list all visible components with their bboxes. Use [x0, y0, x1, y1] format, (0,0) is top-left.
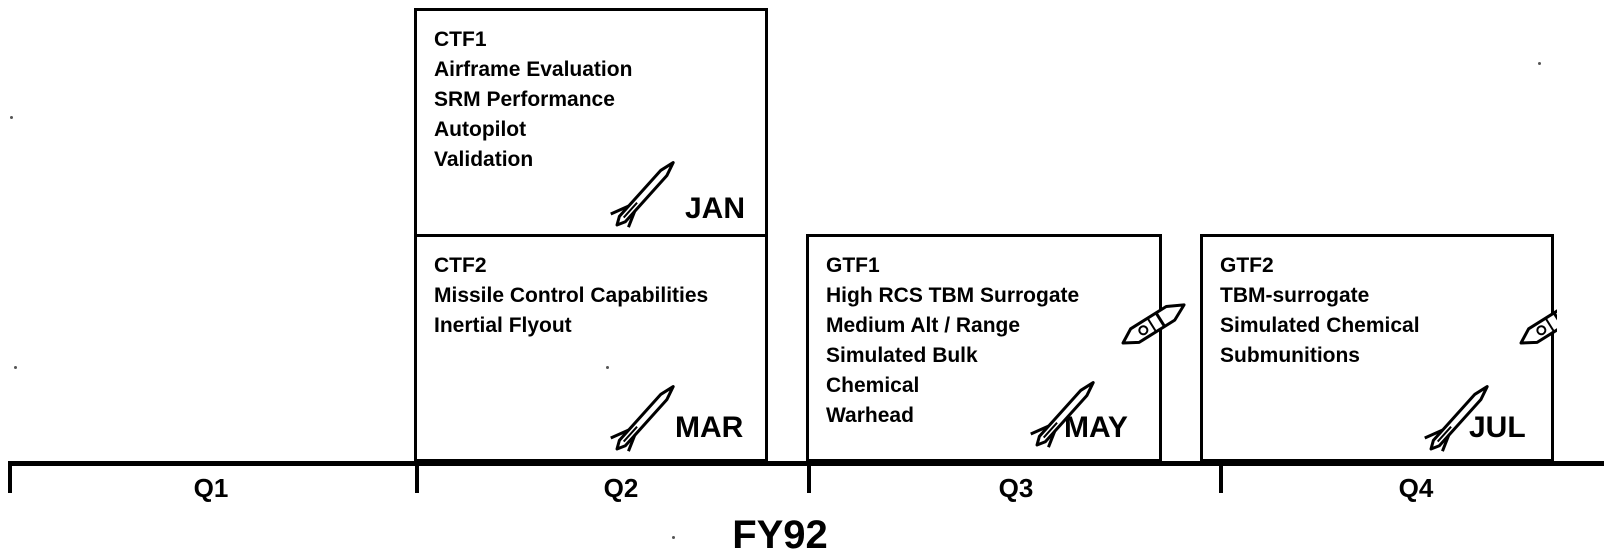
test-title: GTF1 — [826, 254, 880, 277]
quarter-label-q4: Q4 — [1398, 473, 1434, 503]
scan-speck — [672, 536, 675, 539]
scan-speck — [10, 116, 13, 119]
test-objective: Missile Control Capabilities — [434, 284, 709, 307]
test-objective: TBM-surrogate — [1220, 284, 1370, 307]
test-box-gtf2: GTF2 TBM-surrogate Simulated Chemical Su… — [1200, 234, 1557, 462]
test-box-ctf2: CTF2 Missile Control Capabilities Inerti… — [414, 234, 768, 462]
test-objective: Chemical — [826, 374, 920, 397]
test-objective: Inertial Flyout — [434, 314, 572, 337]
test-box-gtf1: GTF1 High RCS TBM Surrogate Medium Alt /… — [806, 234, 1190, 462]
test-objective: Submunitions — [1220, 344, 1360, 367]
test-month: MAR — [675, 411, 744, 444]
quarter-label-q2: Q2 — [603, 473, 639, 503]
quarter-divider — [1219, 461, 1223, 493]
test-objective: SRM Performance — [434, 88, 615, 111]
scan-speck — [14, 366, 17, 369]
scan-speck — [1538, 62, 1541, 65]
scan-speck — [606, 366, 609, 369]
quarter-label-q3: Q3 — [998, 473, 1034, 503]
test-title: GTF2 — [1220, 254, 1274, 277]
timeline-axis — [8, 461, 1604, 466]
test-description: CTF2 Missile Control Capabilities Inerti… — [434, 251, 708, 341]
test-objective: Airframe Evaluation — [434, 58, 633, 81]
target-missile-icon — [1515, 296, 1557, 352]
test-description: CTF1 Airframe Evaluation SRM Performance… — [434, 25, 632, 175]
test-objective: Simulated Chemical — [1220, 314, 1420, 337]
test-month: JAN — [685, 192, 746, 225]
test-month: JUL — [1469, 411, 1526, 444]
test-objective: High RCS TBM Surrogate — [826, 284, 1080, 307]
test-objective: Autopilot — [434, 118, 527, 141]
test-title: CTF1 — [434, 28, 487, 51]
test-objective: Simulated Bulk — [826, 344, 978, 367]
target-missile-icon — [1117, 296, 1190, 352]
test-description: GTF2 TBM-surrogate Simulated Chemical Su… — [1220, 251, 1420, 371]
quarter-divider — [8, 461, 12, 493]
test-box-ctf1: CTF1 Airframe Evaluation SRM Performance… — [414, 8, 768, 237]
fiscal-year-label: FY92 — [732, 513, 828, 557]
quarter-divider — [807, 461, 811, 493]
quarter-divider — [415, 461, 419, 493]
test-objective: Validation — [434, 148, 534, 171]
test-month: MAY — [1064, 411, 1128, 444]
test-description: GTF1 High RCS TBM Surrogate Medium Alt /… — [826, 251, 1079, 431]
test-title: CTF2 — [434, 254, 487, 277]
test-objective: Medium Alt / Range — [826, 314, 1021, 337]
test-objective: Warhead — [826, 404, 914, 427]
quarter-label-q1: Q1 — [193, 473, 229, 503]
